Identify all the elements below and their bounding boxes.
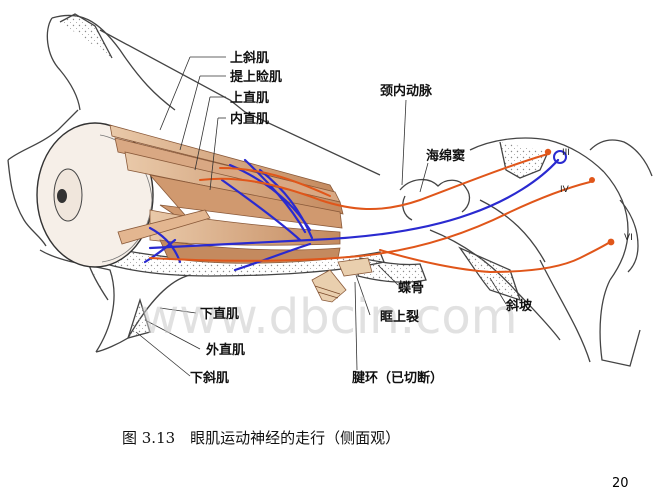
label-superior-rectus: 上直肌 [230,90,269,106]
tendinous-ring-cut [311,269,347,303]
page-number: 20 [612,476,629,491]
label-lateral-rectus: 外直肌 [205,342,245,358]
label-tendinous-ring: 腱环（已切断） [352,370,443,386]
numeral-iii: III [562,148,570,158]
figure-caption: 图 3.13 眼肌运动神经的走行（侧面观） [122,429,400,447]
label-clivus: 斜坡 [505,298,533,314]
label-superior-orbital-fissure: 眶上裂 [380,309,420,325]
label-levator: 提上睑肌 [230,69,282,85]
label-internal-carotid: 颈内动脉 [380,83,433,99]
inferior-oblique-muscle [117,209,211,245]
leader-lines [135,56,507,377]
numeral-vi: VI [624,233,633,243]
label-cavernous-sinus: 海绵窦 [426,148,465,164]
anatomy-labels: 上斜肌 提上睑肌 上直肌 内直肌 颈内动脉 海绵窦 蝶骨 眶上裂 斜坡 下直肌 … [190,50,533,386]
label-superior-oblique: 上斜肌 [230,50,269,66]
eyeball [36,122,154,268]
skull-bones [7,13,653,367]
nerve-numerals: III IV VI [560,148,633,243]
orange-nerves [149,153,611,274]
nerve-nuclei-dots [544,148,615,246]
label-inferior-oblique: 下斜肌 [190,370,229,386]
label-medial-rectus: 内直肌 [230,111,269,127]
watermark: www.dbcin.com [140,289,517,345]
numeral-iv: IV [560,185,570,195]
label-sphenoid: 蝶骨 [398,280,424,296]
label-inferior-rectus: 下直肌 [200,306,239,322]
